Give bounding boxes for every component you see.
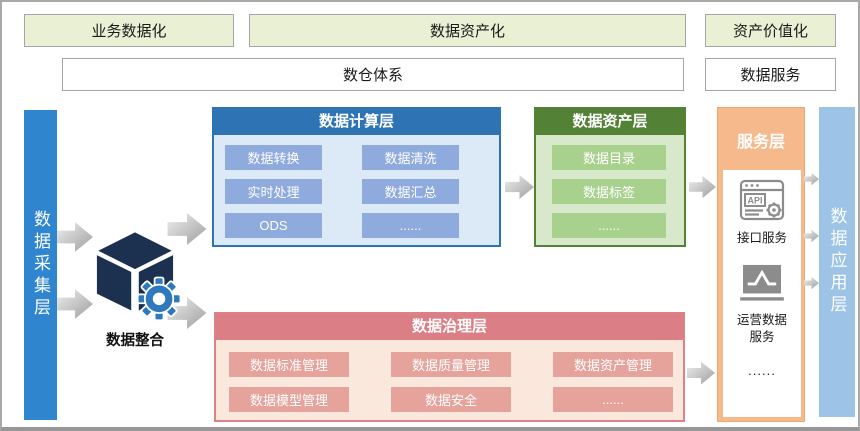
governance-item: 数据资产管理 [553,352,673,377]
governance-item: ...... [553,387,673,412]
computing-item: ODS [225,213,322,238]
data-asset-layer-title: 数据资产层 [536,109,684,135]
asset-item: 数据目录 [552,145,666,170]
top-box-asset-valorization: 资产价值化 [705,14,836,47]
service-layer: 服务层 API [717,107,805,422]
data-collection-layer-label: 数据采集层 [31,210,50,320]
top-box-business-digitization: 业务数据化 [24,14,234,47]
arrow-right-icon [804,229,819,243]
data-integration-label: 数据整合 [106,333,164,349]
computing-item: 数据清洗 [362,145,459,170]
governance-item: 数据质量管理 [391,352,511,377]
asset-item: ...... [552,213,666,238]
governance-item: 数据模型管理 [229,387,349,412]
computing-item: 实时处理 [225,179,322,204]
warehouse-system-box: 数仓体系 [62,58,684,91]
data-service-label: 数据服务 [740,67,801,84]
service-layer-title: 服务层 [736,134,785,151]
service-more-label: ...... [748,362,776,378]
svg-text:API: API [748,196,763,206]
data-collection-layer-bar: 数据采集层 [24,110,57,420]
data-application-layer-label: 数据应用层 [827,207,847,317]
api-service-label: 接口服务 [736,231,787,245]
data-computing-layer: 数据计算层 数据转换 数据清洗 实时处理 数据汇总 ODS ...... [212,107,501,247]
arrow-right-icon [505,172,534,202]
data-service-box: 数据服务 [705,58,836,91]
computing-item: 数据转换 [225,145,322,170]
asset-item: 数据标签 [552,179,666,204]
arrow-right-icon [804,172,819,186]
top-box-label: 资产价值化 [732,23,808,40]
governance-item: 数据标准管理 [229,352,349,377]
warehouse-system-label: 数仓体系 [342,67,403,84]
top-box-data-assetization: 数据资产化 [249,14,686,47]
arrow-right-icon [689,172,716,202]
arrow-right-icon [804,276,819,290]
top-box-label: 业务数据化 [91,23,167,40]
computing-item: ...... [362,213,459,238]
arrow-right-icon [687,358,715,388]
api-icon: API [739,179,785,226]
service-layer-body: API 接口服务 [723,170,801,417]
operation-data-service-label: 运营数据服务 [736,312,787,344]
data-application-layer-bar: 数据应用层 [819,107,855,417]
data-computing-layer-title: 数据计算层 [214,109,499,135]
cube-gear-icon [86,224,184,322]
data-asset-layer: 数据资产层 数据目录 数据标签 ...... [534,107,686,247]
governance-item: 数据安全 [391,387,511,412]
computing-item: 数据汇总 [362,179,459,204]
data-governance-layer-title: 数据治理层 [216,314,683,340]
top-box-label: 数据资产化 [429,23,505,40]
data-governance-layer: 数据治理层 数据标准管理 数据质量管理 数据资产管理 数据模型管理 数据安全 .… [214,312,685,422]
monitor-chart-icon [740,264,784,307]
